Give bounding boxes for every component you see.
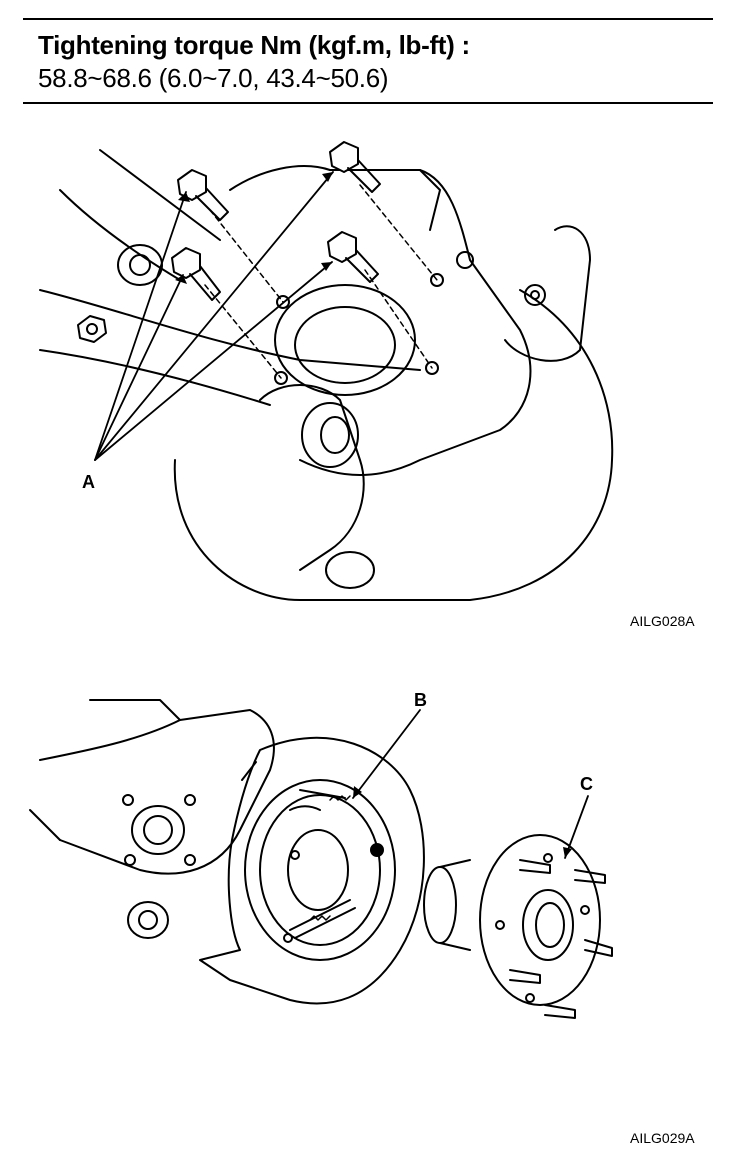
callout-c-arrowhead: [563, 847, 572, 858]
lower-bushing: [127, 901, 169, 939]
header-rule-top: [23, 18, 713, 20]
torque-title: Tightening torque Nm (kgf.m, lb-ft) :: [38, 30, 470, 60]
figure-code-top: AILG028A: [630, 613, 695, 629]
bolt-hole: [430, 273, 444, 287]
knuckle-bolts-illustration: A: [39, 141, 614, 601]
callout-c-label: C: [580, 774, 593, 794]
knuckle: [39, 709, 275, 875]
bolt-4: [327, 231, 379, 283]
nut: [77, 315, 107, 343]
brake-disc-outline: [173, 459, 613, 601]
callout-a-leaders: [94, 171, 334, 461]
adjuster-screw: [370, 843, 384, 857]
backing-plate: [199, 736, 425, 1005]
bolt-hole: [425, 361, 439, 375]
trailing-arm: [259, 384, 365, 571]
callout-a-arrowheads: [175, 172, 333, 284]
brake-shoe-ring: [244, 779, 396, 961]
tone-ring: [423, 866, 457, 944]
header-rule-bottom: [23, 102, 713, 104]
bolt-insertion-paths: [204, 184, 438, 379]
bolt-2: [171, 247, 221, 301]
wheel-studs: [509, 859, 613, 1019]
knuckle-body: [229, 165, 532, 476]
hub-backing-plate-illustration: B C: [29, 690, 613, 1019]
shoe-center: [287, 829, 349, 911]
knuckle-bore: [131, 805, 185, 855]
adjuster: [289, 899, 356, 939]
callout-b-label: B: [414, 690, 427, 710]
hub-housing: [274, 284, 416, 396]
torque-value: 58.8~68.6 (6.0~7.0, 43.4~50.6): [38, 63, 389, 93]
bolt-hole: [274, 371, 288, 385]
figure-code-bottom: AILG029A: [630, 1130, 695, 1146]
lower-bushing: [301, 402, 359, 468]
callout-a-label: A: [82, 472, 95, 492]
bolt-hole: [276, 295, 290, 309]
spring: [309, 795, 351, 921]
callout-c-leader: [564, 795, 589, 859]
right-bracket: [504, 225, 591, 362]
bolt-3: [329, 141, 381, 193]
callout-b-leader: [352, 709, 421, 799]
callout-b-arrowhead: [353, 786, 362, 798]
hub-center: [522, 889, 574, 961]
hub-flange: [479, 834, 601, 1006]
